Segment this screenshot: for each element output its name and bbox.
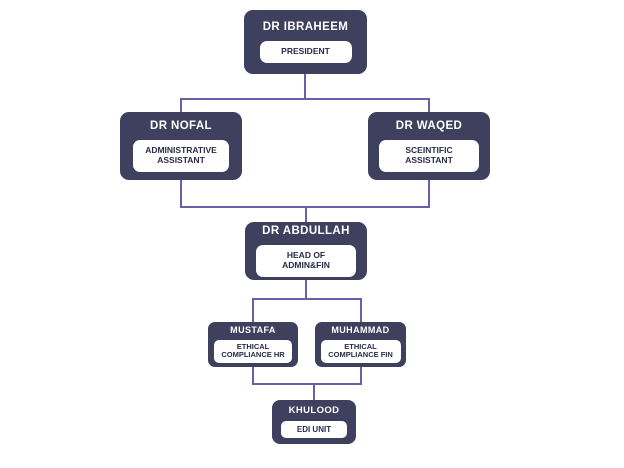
org-node-name: MUHAMMAD: [331, 324, 390, 335]
connector-abdullah-down: [305, 280, 307, 300]
org-node-mustafa[interactable]: MUSTAFA ETHICAL COMPLIANCE HR: [208, 322, 298, 367]
org-node-muhammad[interactable]: MUHAMMAD ETHICAL COMPLIANCE FIN: [315, 322, 406, 367]
connector-level2-bus: [180, 98, 430, 100]
org-node-title: ADMINISTRATIVE ASSISTANT: [133, 140, 229, 172]
org-node-khulood[interactable]: KHULOOD EDI UNIT: [272, 400, 356, 444]
org-node-title: HEAD OF ADMIN&FIN: [256, 245, 356, 277]
connector-down-to-muhammad: [360, 298, 362, 322]
org-node-name: DR ABDULLAH: [262, 225, 350, 238]
org-node-title: PRESIDENT: [259, 40, 352, 63]
org-node-title: ETHICAL COMPLIANCE HR: [214, 339, 292, 364]
org-node-title: EDI UNIT: [281, 421, 347, 439]
connector-nofal-down: [180, 180, 182, 208]
connector-down-to-abdullah: [305, 206, 307, 222]
connector-mustafa-down: [252, 367, 254, 385]
connector-ibraheem-down: [304, 74, 306, 99]
org-node-abdullah[interactable]: DR ABDULLAH HEAD OF ADMIN&FIN: [245, 222, 367, 280]
org-node-ibraheem[interactable]: DR IBRAHEEM PRESIDENT: [244, 10, 367, 74]
org-node-name: DR WAQED: [395, 120, 463, 133]
org-node-waqed[interactable]: DR WAQED SCEINTIFIC ASSISTANT: [368, 112, 490, 180]
org-node-title: ETHICAL COMPLIANCE FIN: [320, 339, 401, 364]
org-node-title: SCEINTIFIC ASSISTANT: [379, 140, 479, 172]
connector-down-to-waqed: [428, 98, 430, 112]
connector-level4-bus: [252, 298, 362, 300]
connector-down-to-khulood: [313, 383, 315, 400]
connector-down-to-nofal: [180, 98, 182, 112]
org-node-nofal[interactable]: DR NOFAL ADMINISTRATIVE ASSISTANT: [120, 112, 242, 180]
org-node-name: MUSTAFA: [230, 324, 276, 335]
org-node-name: KHULOOD: [288, 404, 340, 416]
connector-waqed-down: [428, 180, 430, 208]
connector-down-to-mustafa: [252, 298, 254, 322]
org-node-name: DR NOFAL: [150, 120, 212, 133]
connector-level5-bus: [252, 383, 362, 385]
org-node-name: DR IBRAHEEM: [262, 21, 349, 34]
connector-muhammad-down: [360, 367, 362, 385]
